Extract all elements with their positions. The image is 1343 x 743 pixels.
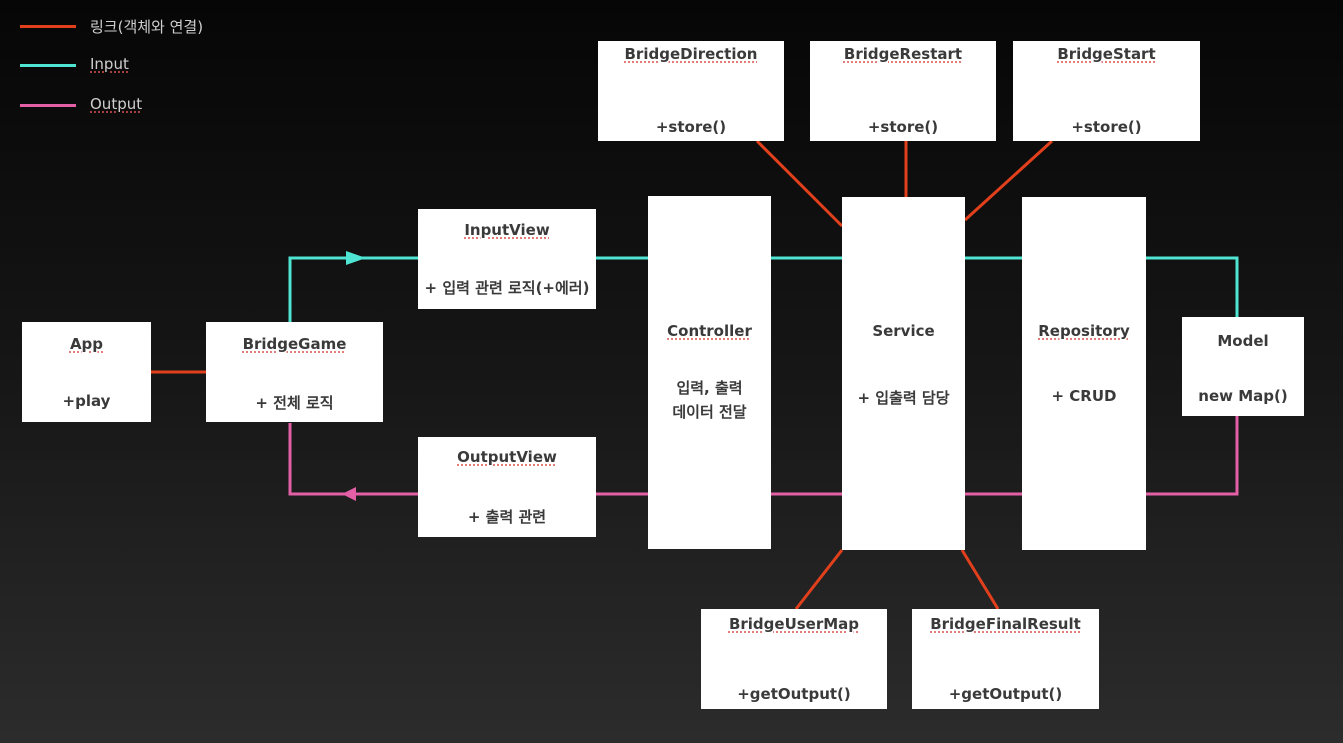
repository-title: Repository <box>1038 322 1130 340</box>
bridge-restart-box: BridgeRestart +store() <box>810 41 996 141</box>
legend-link-swatch <box>20 25 76 28</box>
bridge-final-result-method: +getOutput() <box>948 685 1063 703</box>
input-view-title: InputView <box>464 221 550 239</box>
legend-input-label: Input <box>90 55 129 73</box>
input-view-box: InputView + 입력 관련 로직(+에러) <box>418 209 596 309</box>
bridge-final-result-title: BridgeFinalResult <box>930 615 1081 633</box>
service-title: Service <box>872 322 935 340</box>
repository-box: Repository + CRUD <box>1022 197 1146 550</box>
controller-desc: 입력, 출력 데이터 전달 <box>672 379 747 421</box>
legend-input-swatch <box>20 64 76 67</box>
output-arrow-head <box>342 487 356 501</box>
output-line-model-repository <box>1146 416 1239 496</box>
bridge-restart-method: +store() <box>867 118 939 136</box>
legend-output-label: Output <box>90 95 143 113</box>
link-service-bridgedirection <box>755 139 844 228</box>
model-desc: new Map() <box>1198 387 1288 405</box>
output-view-box: OutputView + 출력 관련 <box>418 437 596 537</box>
input-view-desc: + 입력 관련 로직(+에러) <box>424 279 590 297</box>
legend-output: Output <box>20 95 170 115</box>
input-line-repository-model <box>1146 256 1239 317</box>
repository-desc: + CRUD <box>1051 387 1117 405</box>
bridge-restart-title: BridgeRestart <box>843 45 963 63</box>
bridge-direction-method: +store() <box>655 118 727 136</box>
bridge-direction-title: BridgeDirection <box>624 45 758 63</box>
app-method: +play <box>62 392 111 410</box>
legend-link-label: 링크(객체와 연결) <box>90 18 204 36</box>
bridge-game-desc: + 전체 로직 <box>255 394 334 412</box>
bridge-start-method: +store() <box>1071 118 1142 136</box>
legend-output-swatch <box>20 104 76 107</box>
model-box: Model new Map() <box>1182 317 1304 416</box>
app-title: App <box>69 335 104 353</box>
app-box: App +play <box>22 322 151 422</box>
output-view-title: OutputView <box>457 448 557 466</box>
bridge-start-box: BridgeStart +store() <box>1013 41 1200 141</box>
legend-input: Input <box>20 55 170 75</box>
bridge-game-title: BridgeGame <box>242 335 347 353</box>
service-desc: + 입출력 담당 <box>857 389 950 407</box>
link-service-bridgefinalresult <box>960 549 1000 610</box>
model-title: Model <box>1217 332 1269 350</box>
bridge-direction-box: BridgeDirection +store() <box>598 41 784 141</box>
bridge-final-result-box: BridgeFinalResult +getOutput() <box>912 609 1099 709</box>
link-service-bridgestart <box>963 139 1054 222</box>
bridge-user-map-title: BridgeUserMap <box>728 615 860 633</box>
bridge-user-map-method: +getOutput() <box>737 685 851 703</box>
input-arrow-head <box>346 251 366 265</box>
controller-title: Controller <box>667 322 752 340</box>
link-service-bridgeusermap <box>794 549 844 610</box>
output-line-outputview-bridgegame <box>288 423 418 496</box>
controller-box: Controller 입력, 출력 데이터 전달 <box>648 196 771 549</box>
legend-link: 링크(객체와 연결) <box>20 16 250 36</box>
bridge-start-title: BridgeStart <box>1057 45 1156 63</box>
bridge-user-map-box: BridgeUserMap +getOutput() <box>701 609 887 709</box>
input-line-bridgegame-to-inputview <box>288 256 355 322</box>
service-box: Service + 입출력 담당 <box>842 197 965 550</box>
output-view-desc: + 출력 관련 <box>467 508 547 526</box>
bridge-game-box: BridgeGame + 전체 로직 <box>206 322 383 422</box>
